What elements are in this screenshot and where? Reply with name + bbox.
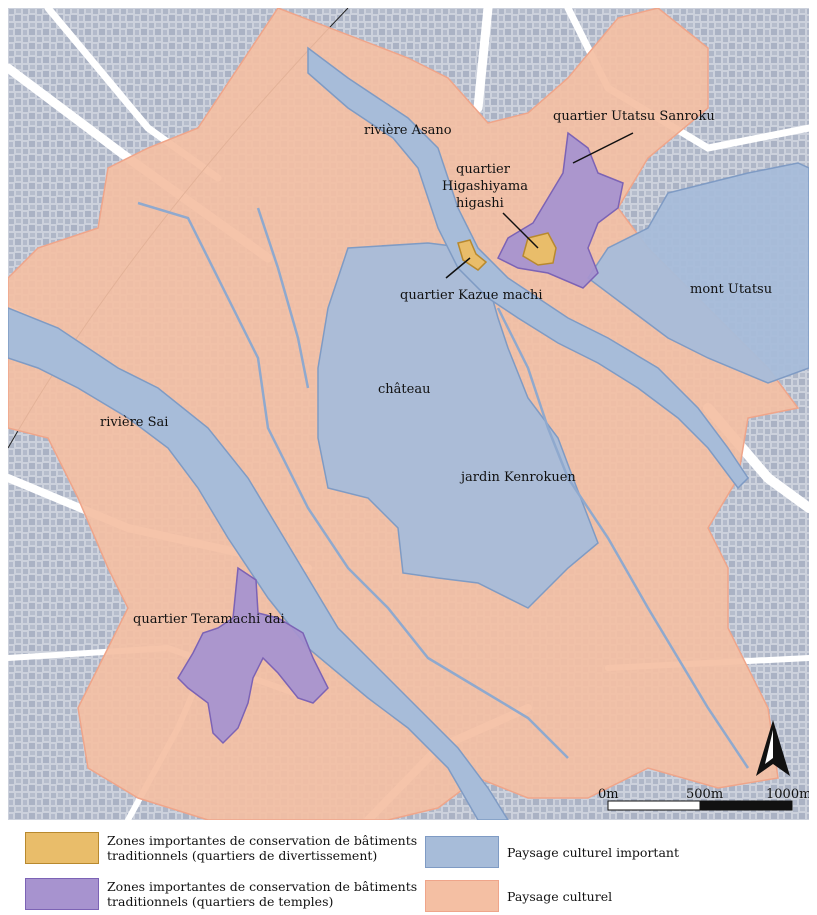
scale-label-500m: 500m (686, 787, 723, 802)
label-riviere-sai: rivière Sai (100, 415, 168, 430)
legend: Zones importantes de conservation de bât… (0, 822, 817, 915)
label-chateau: château (378, 382, 430, 397)
legend-item-landscape: Paysage culturel (425, 880, 612, 912)
label-teramachi-dai: quartier Teramachi dai (133, 612, 285, 627)
river-asano (307, 46, 749, 490)
label-higashiyama-line1: quartier (456, 162, 511, 177)
legend-item-temples: Zones importantes de conservation de bât… (25, 878, 417, 910)
legend-item-entertainment: Zones importantes de conservation de bât… (25, 832, 417, 864)
map-canvas: rivière Asano quartier Utatsu Sanroku qu… (8, 8, 809, 820)
label-utatsu-sanroku: quartier Utatsu Sanroku (553, 109, 715, 124)
label-higashiyama-line2: Higashiyama (442, 179, 528, 194)
leader-lines (445, 132, 634, 279)
scale-label-0m: 0m (598, 787, 619, 802)
legend-text-entertainment: Zones importantes de conservation de bât… (107, 833, 417, 863)
legend-text-temples: Zones importantes de conservation de bât… (107, 879, 417, 909)
legend-temples-line2: traditionnels (quartiers de temples) (107, 894, 334, 909)
label-higashiyama-line3: higashi (456, 196, 504, 211)
legend-item-important-landscape: Paysage culturel important (425, 836, 679, 868)
legend-text-important-landscape: Paysage culturel important (507, 844, 679, 860)
entertainment-zone-kazue (457, 239, 488, 271)
legend-temples-line1: Zones importantes de conservation de bât… (107, 879, 418, 894)
map: rivière Asano quartier Utatsu Sanroku qu… (8, 8, 809, 820)
legend-entertainment-line2: traditionnels (quartiers de divertisseme… (107, 848, 378, 863)
legend-swatch-landscape (425, 880, 499, 912)
north-arrow-icon (756, 720, 790, 776)
scale-label-1000m: 1000m (766, 787, 809, 802)
legend-entertainment-line1: Zones importantes de conservation de bât… (107, 833, 418, 848)
legend-swatch-temples (25, 878, 99, 910)
legend-swatch-entertainment (25, 832, 99, 864)
temples-zone-teramachi-dai (177, 566, 329, 745)
river-sai (8, 307, 509, 820)
label-kazue-machi: quartier Kazue machi (400, 288, 542, 303)
mont-utatsu-zone (586, 162, 809, 384)
legend-text-landscape: Paysage culturel (507, 888, 613, 904)
canals (137, 201, 750, 769)
legend-swatch-important-landscape (425, 836, 499, 868)
label-mont-utatsu: mont Utatsu (690, 282, 772, 297)
label-jardin-kenrokuen: jardin Kenrokuen (459, 470, 576, 485)
label-riviere-asano: rivière Asano (364, 123, 452, 138)
scale-bar: 0m 500m 1000m (598, 787, 809, 811)
